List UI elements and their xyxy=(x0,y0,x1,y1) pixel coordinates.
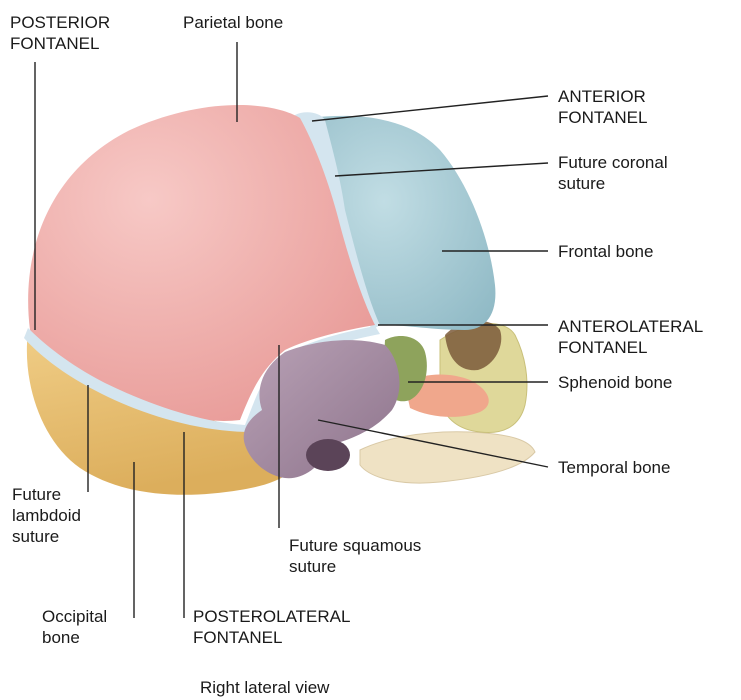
label-parietal-bone: Parietal bone xyxy=(183,12,283,33)
label-line: POSTEROLATERAL xyxy=(193,606,350,627)
label-line: lambdoid xyxy=(12,505,81,526)
label-line: FONTANEL xyxy=(558,107,647,128)
leader-anterior-fontanel xyxy=(312,96,548,121)
label-future-squamous-suture: Future squamous suture xyxy=(289,535,421,577)
figure-caption: Right lateral view xyxy=(200,677,329,698)
label-line: Frontal bone xyxy=(558,241,653,262)
mandible-shape xyxy=(360,432,535,483)
label-frontal-bone: Frontal bone xyxy=(558,241,653,262)
label-anterior-fontanel: ANTERIOR FONTANEL xyxy=(558,86,647,128)
label-line: suture xyxy=(558,173,668,194)
label-future-coronal-suture: Future coronal suture xyxy=(558,152,668,194)
label-temporal-bone: Temporal bone xyxy=(558,457,670,478)
label-anterolateral-fontanel: ANTEROLATERAL FONTANEL xyxy=(558,316,703,358)
label-line: ANTERIOR xyxy=(558,86,647,107)
label-future-lambdoid-suture: Future lambdoid suture xyxy=(12,484,81,547)
external-acoustic-meatus xyxy=(306,439,350,471)
label-line: suture xyxy=(289,556,421,577)
label-line: Temporal bone xyxy=(558,457,670,478)
label-line: FONTANEL xyxy=(558,337,703,358)
caption-text: Right lateral view xyxy=(200,677,329,698)
label-line: POSTERIOR xyxy=(10,12,110,33)
label-posterior-fontanel: POSTERIOR FONTANEL xyxy=(10,12,110,54)
label-occipital-bone: Occipital bone xyxy=(42,606,107,648)
label-line: Parietal bone xyxy=(183,12,283,33)
label-line: Sphenoid bone xyxy=(558,372,672,393)
label-line: Occipital xyxy=(42,606,107,627)
label-line: FONTANEL xyxy=(193,627,350,648)
label-line: Future squamous xyxy=(289,535,421,556)
label-sphenoid-bone: Sphenoid bone xyxy=(558,372,672,393)
label-line: ANTEROLATERAL xyxy=(558,316,703,337)
label-line: suture xyxy=(12,526,81,547)
label-line: bone xyxy=(42,627,107,648)
label-posterolateral-fontanel: POSTEROLATERAL FONTANEL xyxy=(193,606,350,648)
label-line: Future xyxy=(12,484,81,505)
label-line: FONTANEL xyxy=(10,33,110,54)
label-line: Future coronal xyxy=(558,152,668,173)
